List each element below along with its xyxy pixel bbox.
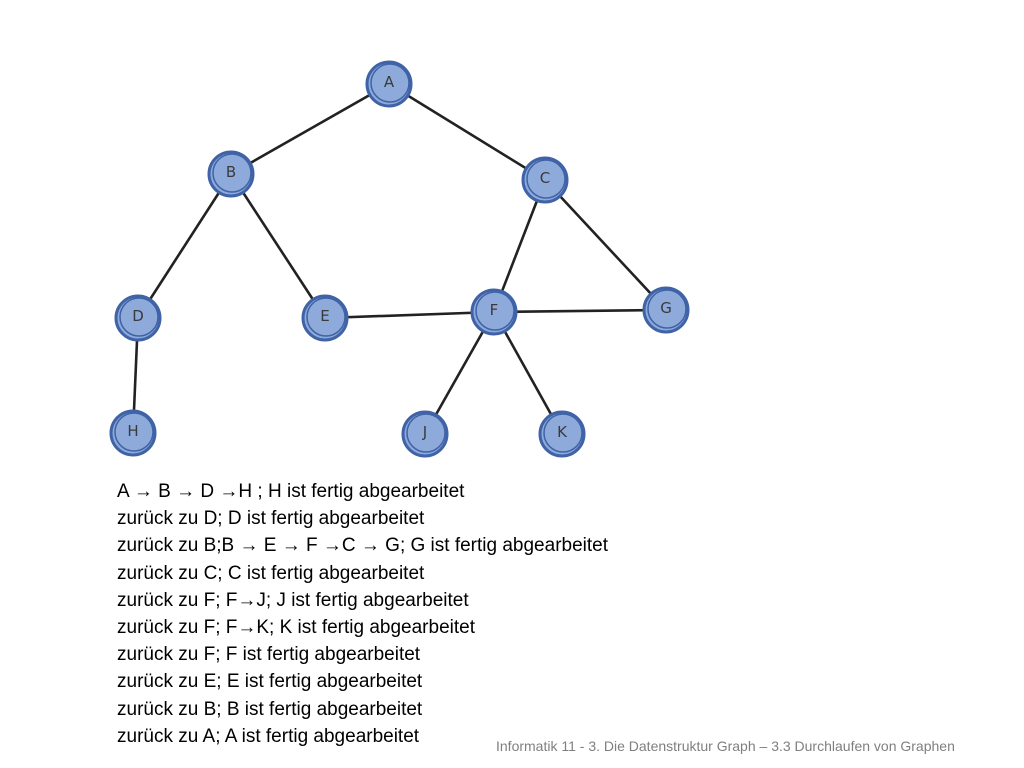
node-label: G	[660, 299, 672, 317]
node-circle	[109, 409, 157, 457]
step-line: zurück zu D; D ist fertig abgearbeitet	[117, 508, 425, 530]
node-ring	[119, 297, 159, 337]
node-label: J	[422, 423, 427, 441]
traversal-steps: A → B → D →H ; H ist fertig abgearbeitet…	[117, 478, 608, 750]
edge-B-E	[229, 172, 327, 320]
graph-nodes: A B C D E F G H J K	[109, 60, 690, 458]
node-label: A	[384, 73, 395, 91]
node-F: F	[470, 288, 518, 336]
node-ring	[526, 159, 566, 199]
slide-footer: Informatik 11 - 3. Die Datenstruktur Gra…	[496, 738, 955, 754]
node-circle	[207, 150, 255, 198]
edge-A-B	[229, 82, 391, 176]
node-E: E	[301, 294, 349, 342]
node-ring	[114, 412, 154, 452]
node-circle	[114, 294, 162, 342]
node-G: G	[642, 286, 690, 334]
step-line: zurück zu E; E ist fertig abgearbeitet	[117, 671, 423, 693]
step-line: zurück zu A; A ist fertig abgearbeitet	[117, 725, 420, 747]
node-label: F	[490, 301, 499, 319]
node-label: D	[132, 307, 144, 325]
node-ring	[475, 291, 515, 331]
node-label: B	[226, 163, 236, 181]
node-J: J	[401, 410, 449, 458]
edge-F-G	[492, 308, 668, 314]
node-K: K	[538, 410, 586, 458]
step-line: zurück zu F; F ist fertig abgearbeitet	[117, 644, 421, 666]
node-ring	[647, 289, 687, 329]
node-circle	[538, 410, 586, 458]
node-ring	[406, 413, 446, 453]
node-circle	[521, 156, 569, 204]
step-line: zurück zu F; F→J; J ist fertig abgearbei…	[117, 589, 469, 611]
graph-diagram: A B C D E F G H J K	[109, 60, 690, 458]
node-label: H	[127, 422, 138, 440]
node-D: D	[114, 294, 162, 342]
node-ring	[306, 297, 346, 337]
edge-C-F	[492, 178, 547, 314]
edge-A-C	[387, 82, 547, 182]
node-circle	[301, 294, 349, 342]
graph-edges	[131, 82, 668, 436]
node-ring	[543, 413, 583, 453]
node-label: K	[557, 423, 568, 441]
node-label: C	[540, 169, 550, 187]
node-A: A	[365, 60, 413, 108]
node-circle	[365, 60, 413, 108]
edge-B-D	[136, 172, 233, 320]
node-ring	[370, 63, 410, 103]
node-ring	[212, 153, 252, 193]
node-C: C	[521, 156, 569, 204]
step-line: zurück zu B; B ist fertig abgearbeitet	[117, 698, 423, 720]
node-circle	[642, 286, 690, 334]
node-circle	[470, 288, 518, 336]
node-H: H	[109, 409, 157, 457]
step-line: zurück zu C; C ist fertig abgearbeitet	[117, 562, 425, 584]
step-line: zurück zu B;B → E → F →C → G; G ist fert…	[117, 535, 608, 557]
step-line: zurück zu F; F→K; K ist fertig abgearbei…	[117, 617, 475, 639]
node-B: B	[207, 150, 255, 198]
node-label: E	[320, 307, 329, 325]
edge-E-F	[323, 310, 496, 320]
edge-C-G	[543, 178, 668, 312]
node-circle	[401, 410, 449, 458]
step-line: A → B → D →H ; H ist fertig abgearbeitet	[117, 481, 465, 502]
